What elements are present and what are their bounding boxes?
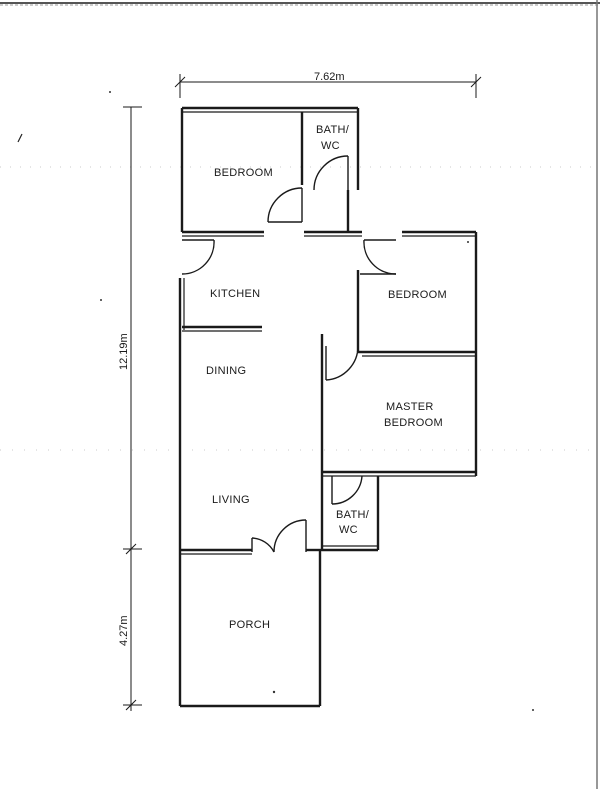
label-bath-bottom-1: BATH/ (336, 509, 370, 521)
door-bath-bottom (331, 475, 363, 505)
walls-bath-bottom (322, 476, 380, 552)
label-bedroom-right: BEDROOM (388, 289, 447, 301)
door-kitchen (181, 239, 215, 275)
label-master-2: BEDROOM (384, 417, 443, 429)
stray-dot (100, 299, 102, 301)
walls-right-block (320, 230, 478, 550)
dimension-width-label: 7.62m (314, 71, 345, 83)
label-living: LIVING (212, 494, 250, 506)
label-master-1: MASTER (386, 401, 434, 413)
door-top-bedroom (267, 187, 303, 223)
stray-dot (109, 91, 111, 93)
stray-dot (467, 241, 469, 243)
dimension-height-main-label: 12.19m (118, 333, 130, 370)
stray-mark (17, 133, 23, 143)
label-porch: PORCH (229, 619, 270, 631)
label-bath-top-1: BATH/ (316, 124, 350, 136)
dimension-width (174, 74, 482, 98)
label-bath-bottom-2: WC (339, 524, 358, 536)
door-top-bath (313, 155, 349, 191)
walls-porch (178, 551, 322, 708)
label-bedroom-top: BEDROOM (214, 167, 273, 179)
dimension-height-porch-label: 4.27m (118, 615, 130, 646)
label-bath-top-2: WC (321, 140, 340, 152)
stray-dot (532, 709, 534, 711)
door-right-bedroom (360, 239, 397, 275)
door-master-bedroom (325, 345, 359, 381)
stray-dot (272, 690, 276, 694)
label-dining: DINING (206, 365, 246, 377)
door-main-entrance (251, 519, 307, 553)
walls-top-block (180, 106, 362, 237)
label-kitchen: KITCHEN (210, 288, 260, 300)
walls-main-block (178, 278, 322, 555)
dimension-height (123, 106, 142, 711)
